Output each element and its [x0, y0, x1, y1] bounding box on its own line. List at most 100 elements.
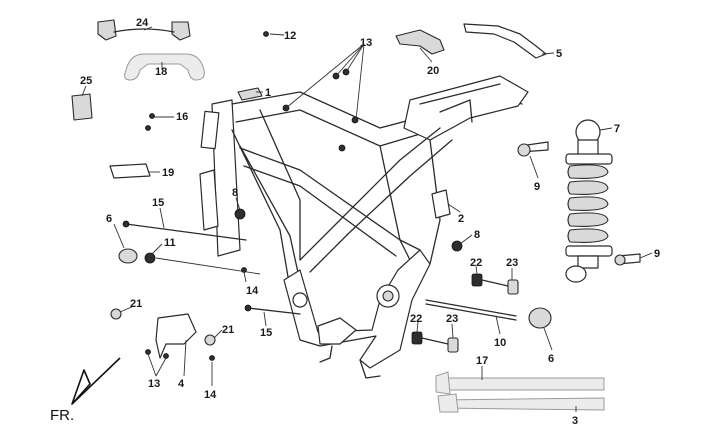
label-part-12: 12	[284, 30, 296, 42]
frame-lower-cradle	[283, 249, 431, 369]
label-part-21-right: 21	[222, 324, 234, 336]
direction-arrow-icon	[71, 357, 121, 405]
label-part-22-lower: 22	[410, 313, 422, 325]
label-part-18: 18	[155, 66, 167, 78]
label-part-19: 19	[162, 167, 174, 179]
frame-tail-tab	[359, 359, 381, 379]
shock-lower-body	[577, 255, 599, 269]
part-22-collar-upper	[471, 273, 483, 287]
label-part-13-top: 13	[360, 37, 372, 49]
part-12-screw	[263, 31, 269, 37]
shock-spring-coil	[567, 180, 609, 195]
part-15-long-bolt-upper	[125, 223, 247, 241]
label-part-6-right: 6	[548, 353, 554, 365]
frame-cross-b	[299, 127, 441, 261]
part-23-spacer-upper	[507, 279, 519, 295]
part-23-spacer-lower	[447, 337, 459, 353]
part-8-nut-upper	[234, 208, 246, 220]
frame-cross-a2	[243, 165, 397, 257]
direction-label: FR.	[50, 407, 74, 424]
label-part-9-upper: 9	[534, 181, 540, 193]
frame-bolt	[338, 144, 346, 152]
label-part-23-upper: 23	[506, 257, 518, 269]
label-part-8-upper: 8	[232, 187, 238, 199]
part-10-pivot-axle	[425, 299, 517, 317]
part-14-bolt-upper	[241, 267, 247, 273]
part-25-plate	[71, 93, 93, 121]
part-17-tie-head	[435, 371, 451, 395]
label-part-11: 11	[164, 237, 176, 249]
part-5-bracket	[463, 23, 547, 59]
part-22-collar-lower	[411, 331, 423, 345]
part-1-bracket	[237, 87, 263, 101]
part-18-grab-handle	[124, 53, 205, 81]
part-10-pivot-axle-edge	[425, 303, 517, 321]
part-2-plate	[431, 189, 451, 219]
label-part-25: 25	[80, 75, 92, 87]
part-22-23-axis-lower	[421, 337, 449, 345]
part-24-bracket-right	[171, 21, 191, 41]
frame-cross-b2	[309, 139, 453, 273]
label-part-14-upper: 14	[246, 285, 259, 297]
frame-stand-mount	[317, 317, 357, 345]
label-part-14-lower: 14	[204, 389, 217, 401]
part-21-washer-left	[110, 308, 122, 320]
shock-spring-coil	[567, 164, 609, 179]
label-part-9-lower: 9	[654, 248, 660, 260]
part-15-bolt-head	[122, 220, 130, 228]
frame-head-plate	[200, 110, 220, 150]
shock-lower-collar	[565, 245, 613, 257]
label-part-17: 17	[476, 355, 488, 367]
part-6-cap-right	[528, 307, 552, 329]
shock-bottom-eye	[565, 265, 587, 283]
frame-rear-strut	[379, 145, 421, 251]
part-8-nut-lower	[451, 240, 463, 252]
label-part-8-lower: 8	[474, 229, 480, 241]
frame-pivot-hole	[382, 290, 394, 302]
shock-spring-coil	[567, 228, 609, 243]
label-part-16: 16	[176, 111, 188, 123]
part-21-washer-right	[204, 334, 216, 346]
frame-mid-tube	[259, 109, 301, 261]
direction-arrow-head-icon	[71, 369, 91, 405]
label-part-7: 7	[614, 123, 620, 135]
part-16-bolt	[145, 125, 151, 131]
frame-cross-a	[239, 147, 411, 261]
frame-sub-rail	[419, 83, 501, 105]
part-13-bolt	[145, 349, 151, 355]
part-17-cable-tie	[435, 377, 605, 391]
part-11-washer	[144, 252, 156, 264]
part-16-bolt	[149, 113, 155, 119]
part-14-bolt-lower	[209, 355, 215, 361]
label-part-20: 20	[427, 65, 439, 77]
main-frame	[199, 68, 529, 379]
part-24-bracket-pair	[97, 19, 191, 41]
frame-side-bracket	[199, 169, 219, 231]
label-part-23-lower: 23	[446, 313, 458, 325]
front-direction-indicator: FR.	[50, 357, 121, 424]
label-part-6-left: 6	[106, 213, 112, 225]
part-24-wire	[113, 28, 175, 33]
frame-rear-strut-2	[429, 139, 441, 265]
part-19-bracket	[109, 163, 151, 179]
part-24-bracket-left	[97, 19, 117, 41]
label-part-13-bottom: 13	[148, 378, 160, 390]
frame-rear-subframe	[403, 75, 529, 141]
part-3-tie-head	[437, 393, 459, 413]
frame-engine-mount-boss	[292, 292, 308, 308]
part-22-23-axis-upper	[481, 279, 509, 287]
label-part-3: 3	[572, 415, 578, 427]
label-part-22-upper: 22	[470, 257, 482, 269]
label-part-2: 2	[458, 213, 464, 225]
label-part-4: 4	[178, 378, 185, 390]
part-9-bolt-lower-head	[614, 254, 626, 266]
leader-lines	[81, 26, 653, 412]
part-6-cap-left	[118, 248, 138, 264]
shock-spring-coil	[567, 212, 609, 227]
label-part-24: 24	[136, 17, 149, 29]
frame-sub-brace	[439, 99, 473, 123]
frame-stand-tab	[319, 345, 333, 363]
label-part-10: 10	[494, 337, 506, 349]
part-15-bolt-head-lower	[244, 304, 252, 312]
